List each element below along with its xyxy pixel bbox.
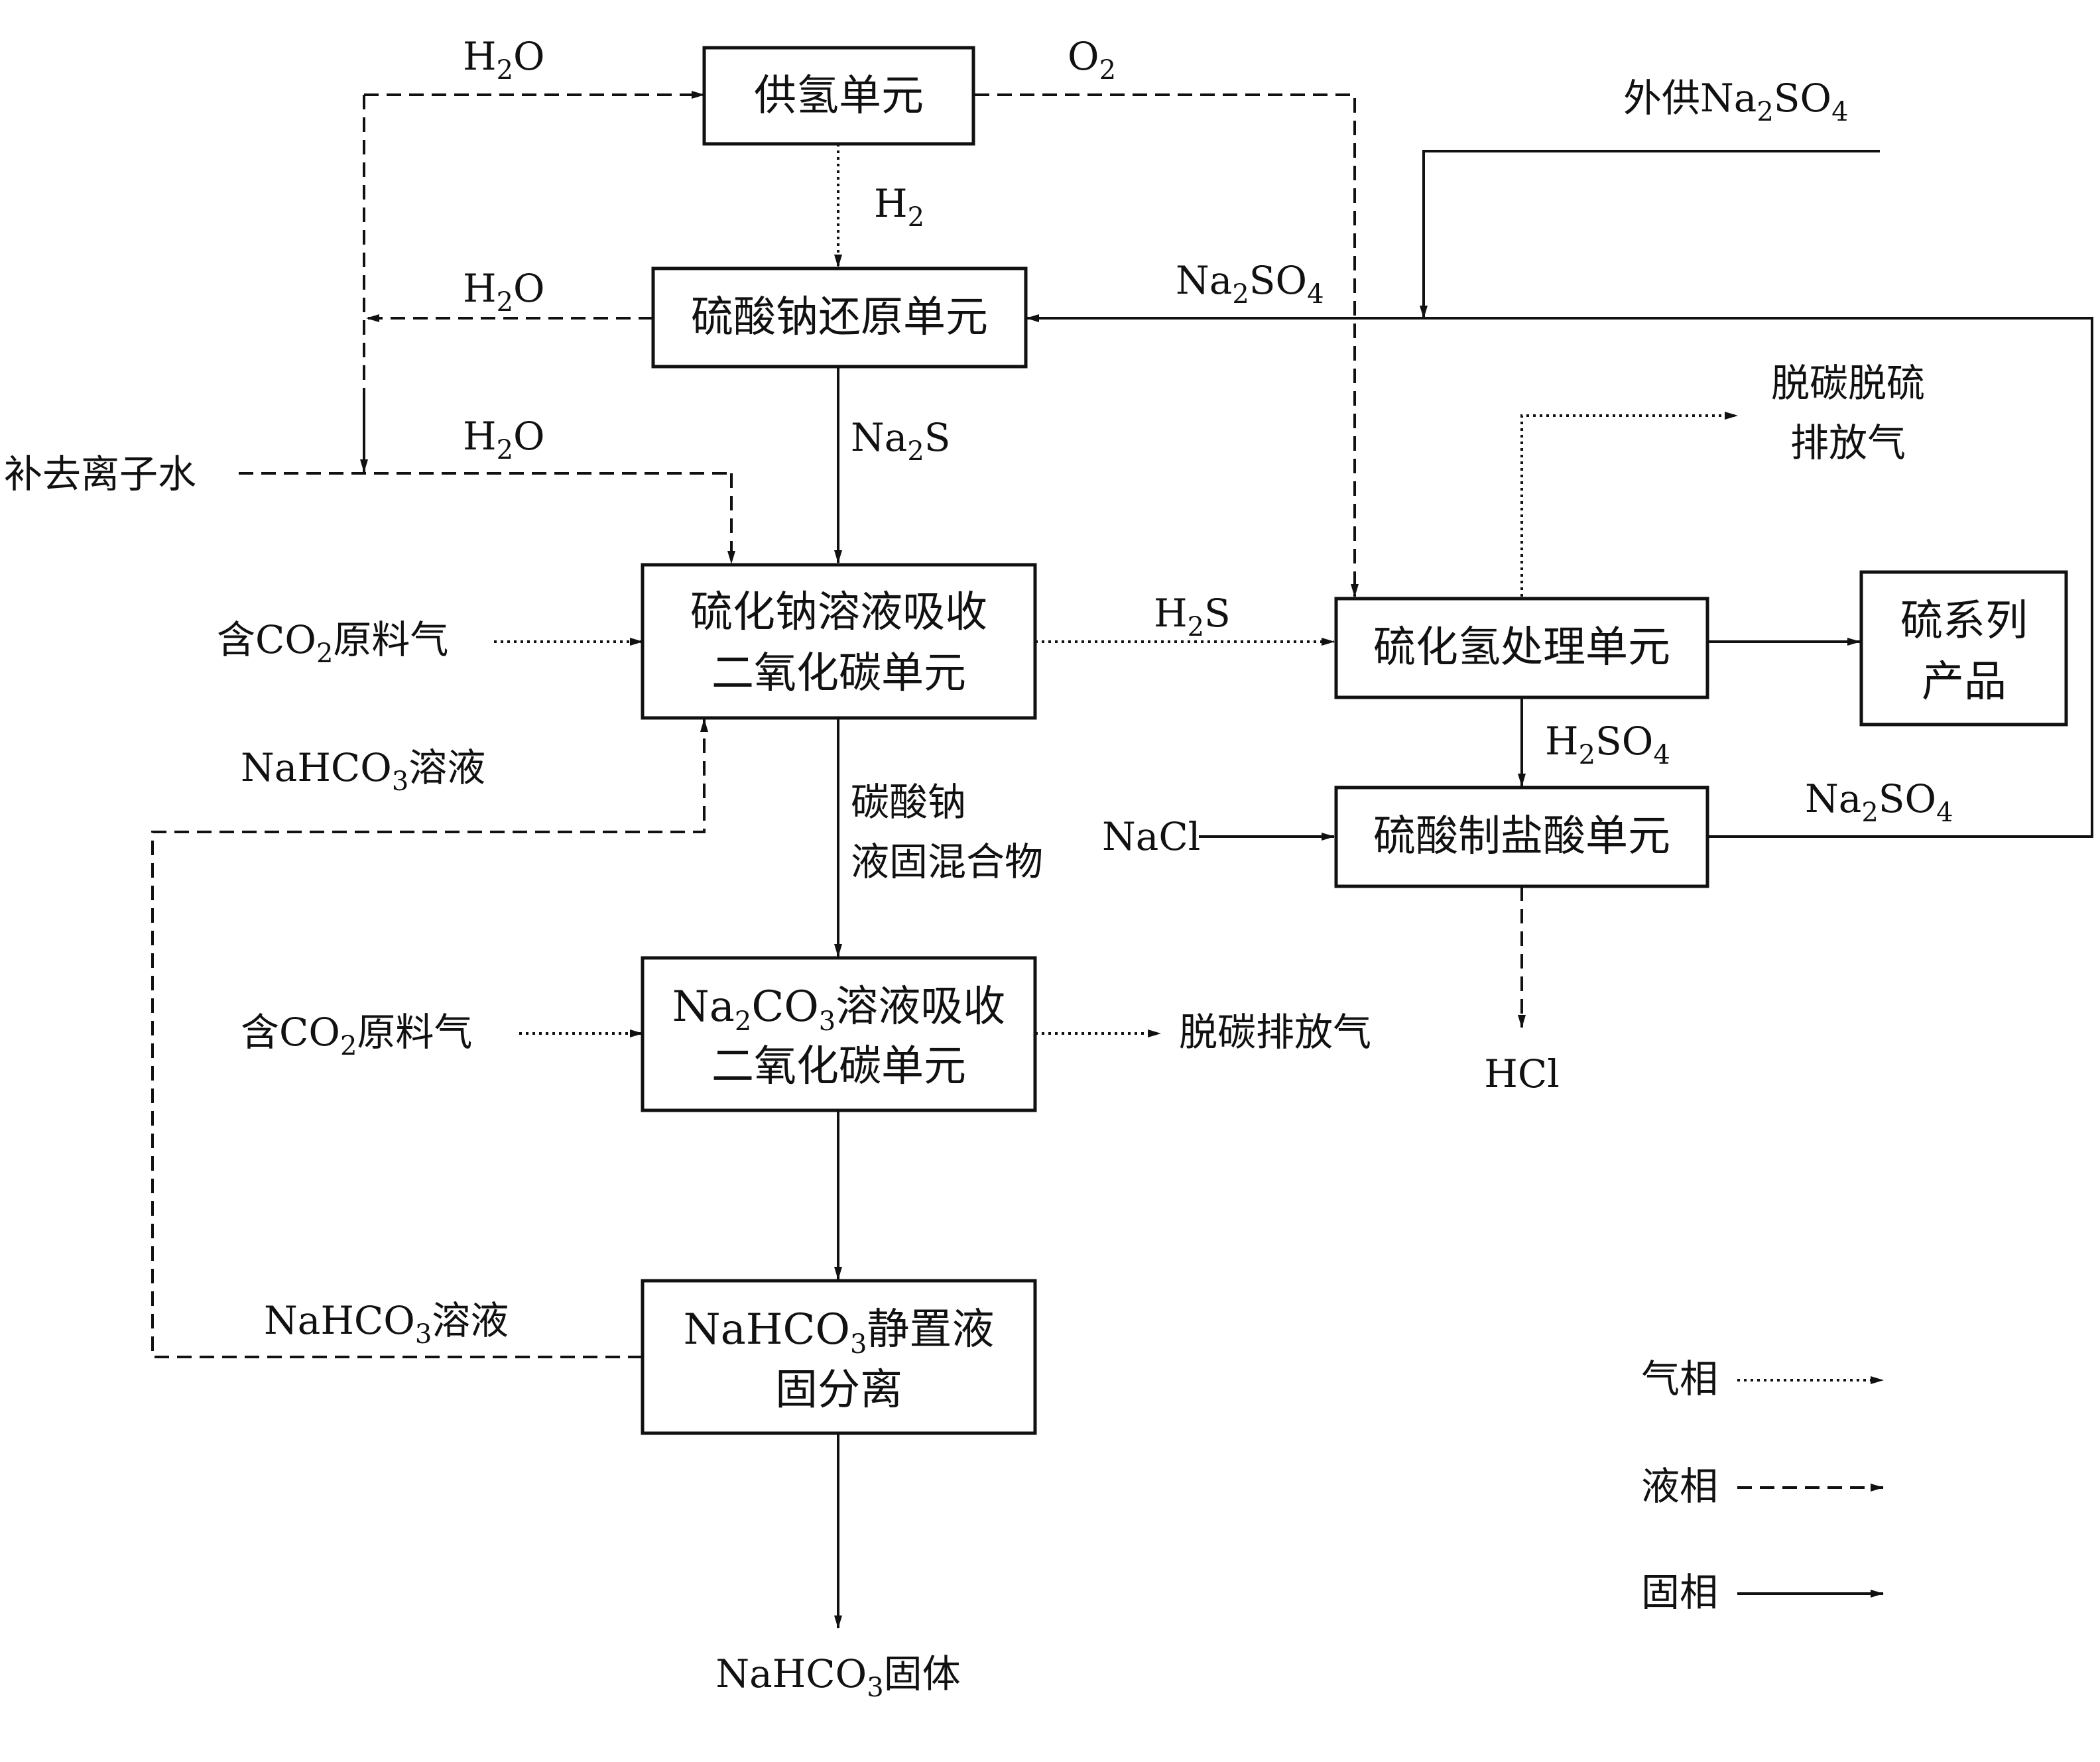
o2-line-arrow: [975, 93, 1359, 597]
na2so4-return-arrow: [1026, 314, 2093, 838]
nahco3-separation-label-2: 固分离: [775, 1366, 902, 1415]
feed-gas-1-label: 含CO2原料气: [217, 617, 448, 669]
na2s-absorption-label-2: 二氧化碳单元: [711, 649, 966, 698]
na2co3-absorption-label-2: 二氧化碳单元: [711, 1042, 966, 1091]
sulfur-products-box: 硫系列 产品: [1859, 570, 2068, 727]
hydrogen-supply-unit: 供氢单元: [702, 46, 975, 146]
decarb-gas-label: 脱碳排放气: [1179, 1010, 1371, 1055]
nahco3-recycle-2-label: NaHCO3溶液: [264, 1298, 509, 1350]
nahco3-solid-label: NaHCO3固体: [715, 1651, 960, 1703]
legend-gas-label: 气相: [1641, 1356, 1718, 1401]
h2o-top-label: H2O: [463, 34, 545, 86]
nahco3-separation-label-1: NaHCO3静置液: [684, 1305, 995, 1360]
nahco3-separation-unit: NaHCO3静置液 固分离: [641, 1279, 1037, 1435]
stream-labels: H2O O2 外供Na2SO4 H2 H2O Na2SO4 脱碳脱硫 排放气 补…: [4, 34, 1953, 1703]
external-na2so4-arrow: [1420, 150, 1880, 319]
hcl-label: HCl: [1484, 1051, 1560, 1096]
na2s-absorption-label-1: 硫化钠溶液吸收: [690, 588, 987, 637]
h2o-mid-label: H2O: [463, 266, 545, 318]
sulfur-products-label-1: 硫系列: [1900, 597, 2028, 646]
h2s-label: H2S: [1154, 591, 1231, 642]
sulfate-reduction-unit: 硫酸钠还原单元: [651, 266, 1028, 369]
h2so4-label: H2SO4: [1545, 719, 1670, 770]
h2s-treatment-label: 硫化氢处理单元: [1373, 623, 1670, 672]
makeup-water-label: 补去离子水: [4, 451, 196, 497]
o2-label: O2: [1068, 34, 1116, 86]
carbonate-slurry-label-2: 液固混合物: [851, 839, 1043, 884]
na2s-absorption-unit: 硫化钠溶液吸收 二氧化碳单元: [641, 563, 1037, 720]
na2s-label: Na2S: [851, 415, 951, 467]
decarb-desulf-gas-label-2: 排放气: [1790, 420, 1906, 465]
legend-solid-label: 固相: [1641, 1570, 1718, 1615]
sulfur-products-label-2: 产品: [1922, 658, 2007, 707]
carbonate-slurry-label-1: 碳酸钠: [851, 780, 966, 825]
acid-to-hcl-label: 硫酸制盐酸单元: [1373, 812, 1670, 861]
h2o-low-label: H2O: [463, 414, 545, 465]
na2so4-out-label: Na2SO4: [1805, 776, 1953, 828]
legend: 气相 液相 固相: [1641, 1356, 1884, 1615]
h2s-treatment-unit: 硫化氢处理单元: [1334, 597, 1709, 699]
na2co3-absorption-unit: Na2CO3溶液吸收 二氧化碳单元: [641, 956, 1037, 1112]
nahco3-recycle-arrow: [151, 719, 708, 1358]
legend-liquid-label: 液相: [1641, 1464, 1718, 1509]
sulfate-reduction-label: 硫酸钠还原单元: [691, 293, 988, 342]
decarb-desulf-gas-arrow: [1520, 412, 1738, 597]
hydrogen-supply-label: 供氢单元: [754, 72, 924, 121]
nahco3-recycle-1-label: NaHCO3溶液: [241, 745, 485, 797]
h2-label: H2: [874, 181, 924, 233]
feed-gas-2-label: 含CO2原料气: [241, 1010, 472, 1061]
flow-lines: [151, 91, 2093, 1629]
na2co3-absorption-label-1: Na2CO3溶液吸收: [672, 982, 1006, 1037]
acid-to-hcl-unit: 硫酸制盐酸单元: [1334, 786, 1709, 888]
external-na2so4-label: 外供Na2SO4: [1623, 76, 1849, 127]
na2so4-return-label: Na2SO4: [1176, 258, 1324, 310]
nacl-label: NaCl: [1102, 814, 1200, 859]
decarb-desulf-gas-label-1: 脱碳脱硫: [1771, 361, 1925, 406]
